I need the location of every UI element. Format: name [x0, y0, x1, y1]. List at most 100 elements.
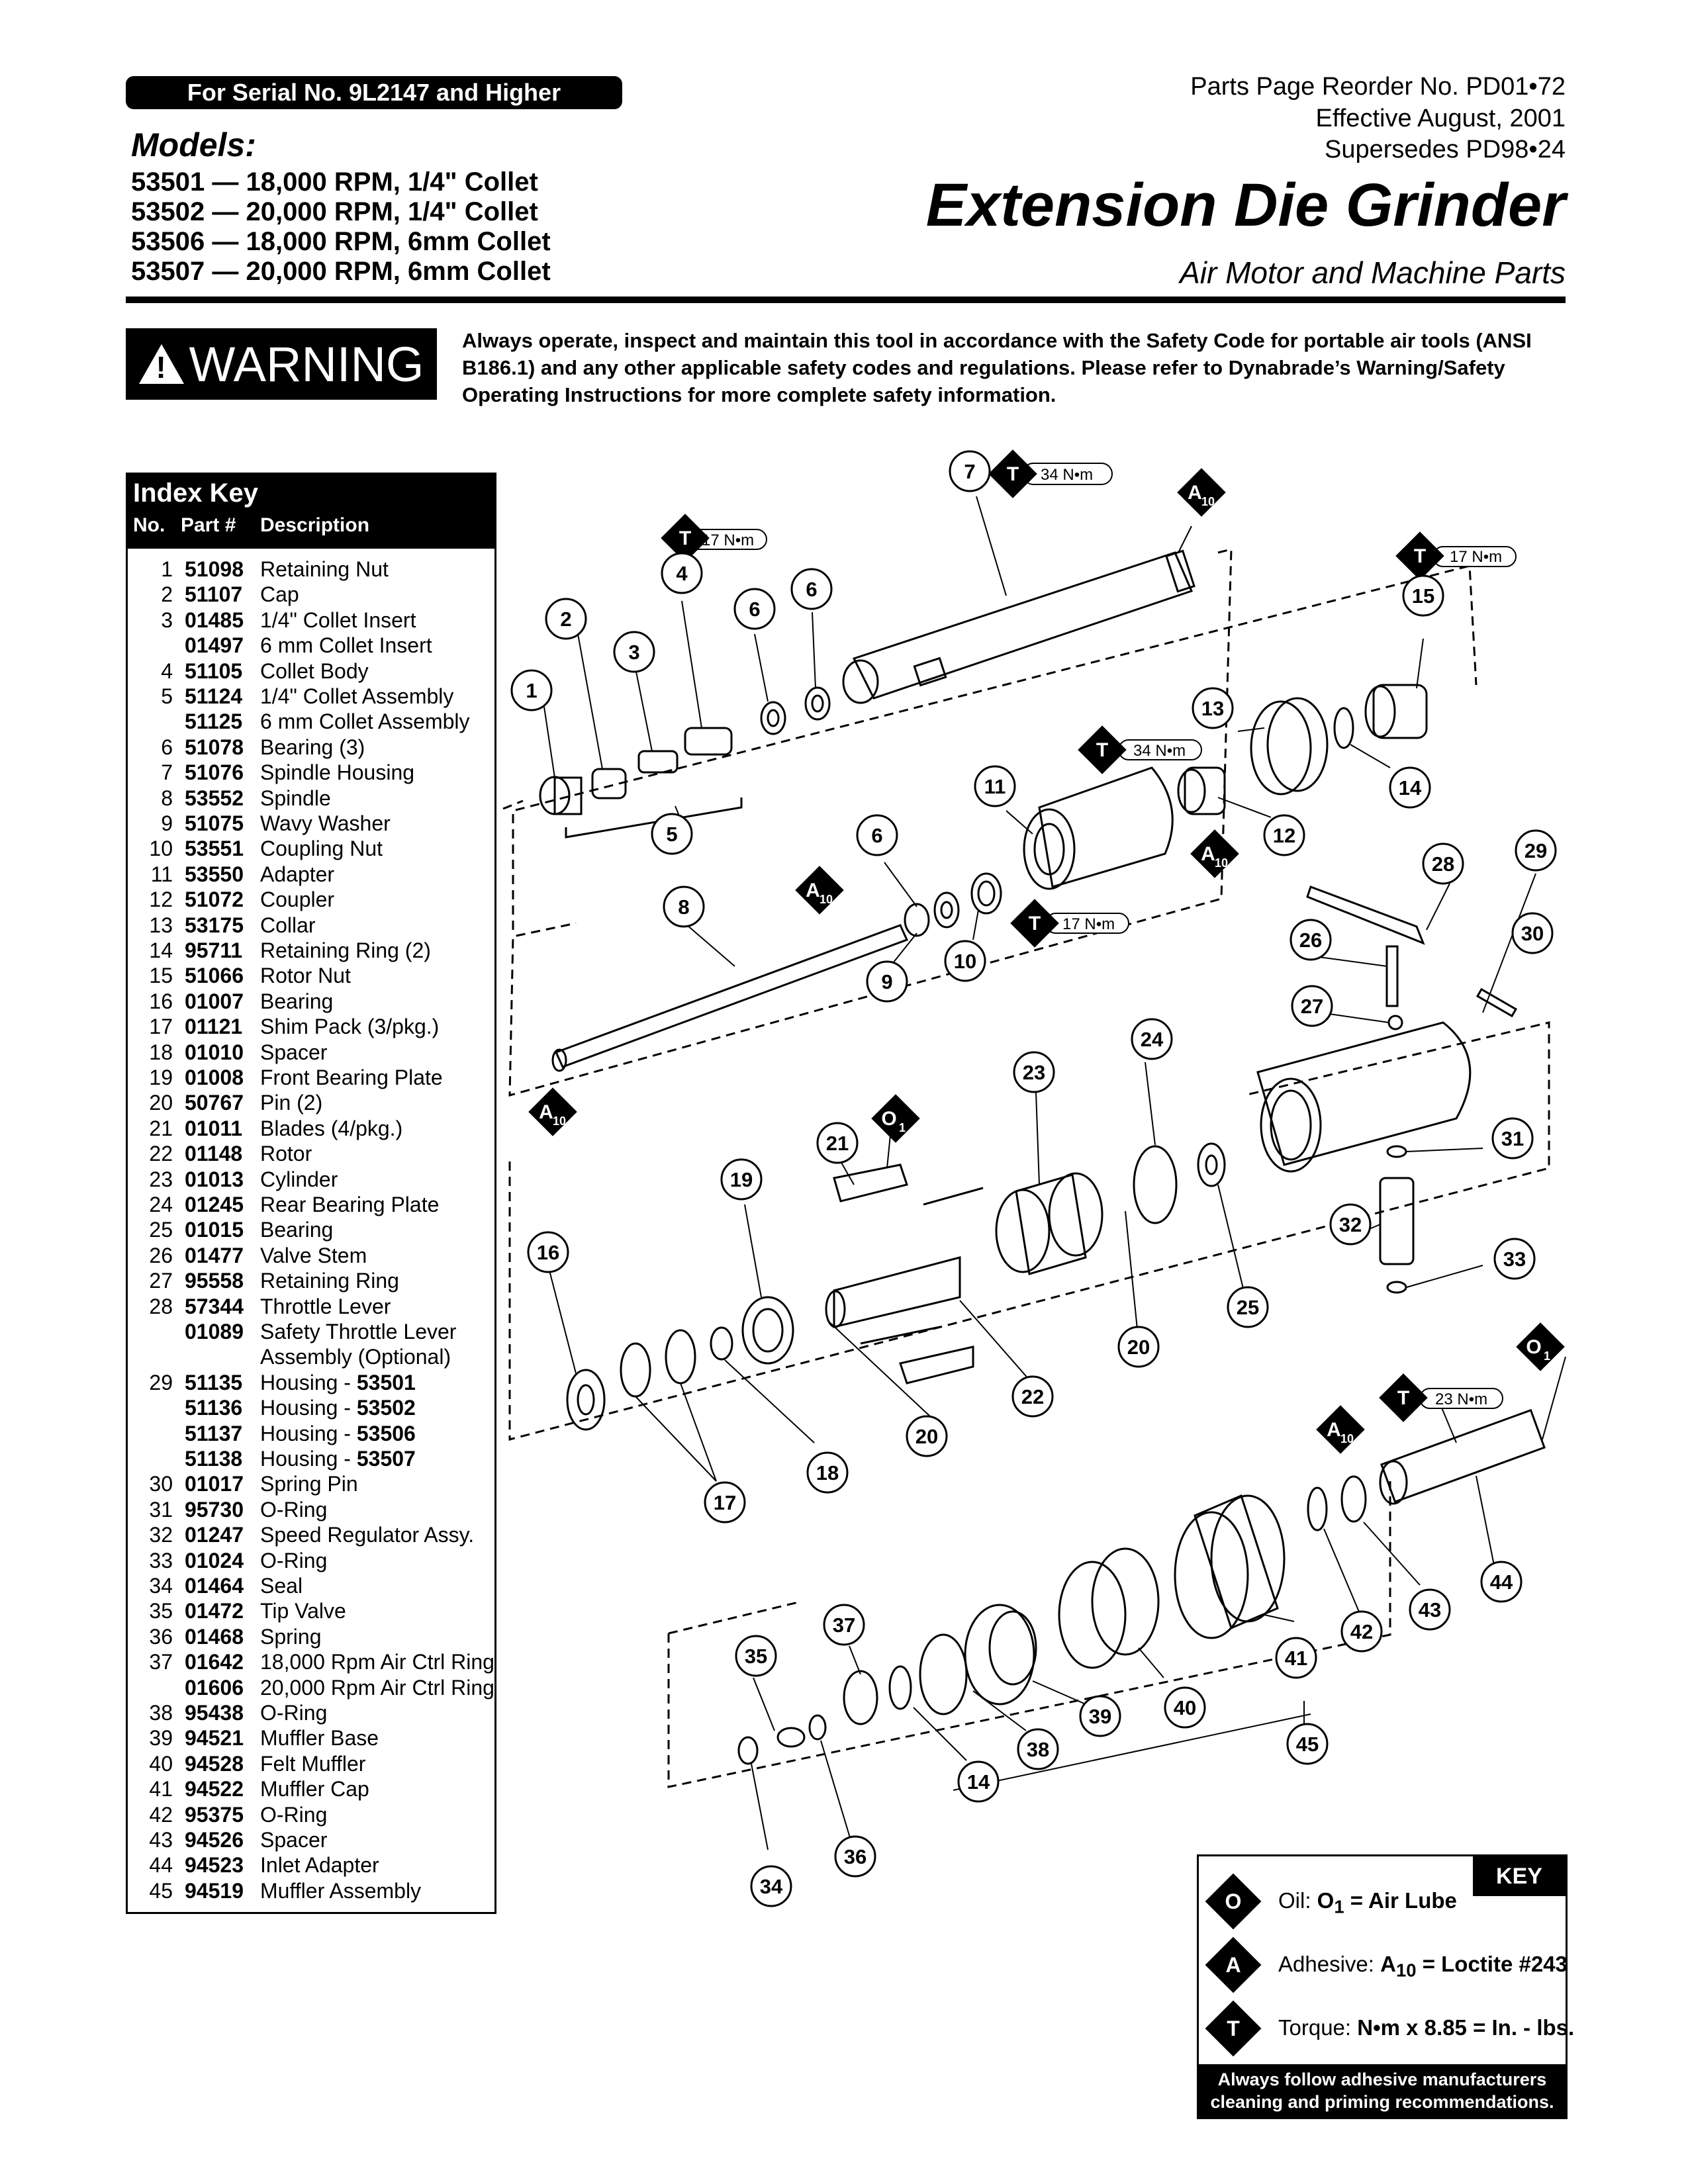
callout-circle — [1192, 687, 1234, 729]
callout-circle — [806, 1451, 849, 1494]
models-heading: Models: — [131, 126, 256, 163]
row-description-text: Housing - — [260, 1396, 357, 1420]
callout-circle — [823, 1604, 865, 1646]
row-description-text: Collar — [260, 913, 316, 937]
spec-diamond-shape — [528, 1087, 577, 1136]
row-description-text: Rotor — [260, 1142, 312, 1166]
bearing-part — [760, 701, 786, 735]
part-callout: 1 — [510, 669, 553, 711]
row-number: 5 — [161, 684, 173, 708]
row-part-number: 51076 — [185, 760, 244, 785]
row-number: 29 — [149, 1370, 173, 1394]
rotor-nut-part — [1372, 684, 1428, 739]
callout-number: 38 — [1027, 1738, 1049, 1761]
row-number: 44 — [149, 1853, 173, 1878]
row-description: Spindle — [260, 786, 331, 811]
callout-circle — [1422, 842, 1464, 885]
valve-stem-part — [1385, 945, 1399, 1007]
row-description-text: Blades (4/pkg.) — [260, 1116, 403, 1140]
callout-circle — [974, 765, 1016, 807]
spec-diamond-shape — [1010, 899, 1059, 948]
spec-diamond-shape — [1379, 1373, 1428, 1422]
row-description: 6 mm Collet Assembly — [260, 709, 470, 734]
row-number: 14 — [149, 938, 173, 962]
callout-circle — [866, 960, 908, 1003]
row-description-text: 20,000 Rpm Air Ctrl Ring — [260, 1675, 494, 1700]
callout-number: 16 — [537, 1241, 559, 1264]
spec-diamond-shape — [1177, 468, 1226, 517]
row-description: Bearing — [260, 1217, 333, 1242]
row-description: Collar — [260, 913, 316, 938]
part-callout: 26 — [1289, 919, 1332, 961]
row-number: 28 — [149, 1294, 173, 1318]
row-description-text: Spacer — [260, 1040, 328, 1064]
callout-number: 9 — [881, 970, 892, 993]
adapter-part — [1038, 766, 1174, 888]
callout-number: 34 — [760, 1875, 783, 1898]
row-description: Rotor — [260, 1141, 312, 1166]
callout-circle — [1515, 829, 1557, 872]
spec-symbol-icon: T — [661, 514, 710, 563]
spec-symbol-icon: T — [1078, 725, 1127, 774]
row-part-number: 51066 — [185, 964, 244, 988]
row-description-text: 1/4" Collet Assembly — [260, 684, 454, 708]
inlet-adapter-part — [1379, 1460, 1408, 1505]
key-oil-label: Oil: — [1278, 1888, 1317, 1913]
row-number: 41 — [149, 1777, 173, 1801]
key-adhesive-line: Adhesive: A10 = Loctite #243 — [1278, 1952, 1568, 1981]
callout-number: 6 — [806, 578, 817, 601]
part-callout: 14 — [957, 1760, 1000, 1803]
spec-diamond-shape — [795, 866, 844, 915]
row-description: O-Ring — [260, 1700, 327, 1725]
callout-number: 31 — [1501, 1127, 1524, 1150]
muffler-cap-part — [1194, 1494, 1279, 1630]
callout-number: 22 — [1021, 1385, 1044, 1408]
row-number: 24 — [149, 1193, 173, 1216]
page-title: Extension Die Grinder — [925, 171, 1566, 239]
spec-diamond-shape — [871, 1094, 920, 1143]
row-part-number: 51105 — [185, 659, 243, 683]
row-part-number: 01472 — [185, 1599, 244, 1623]
row-number: 17 — [149, 1015, 173, 1039]
bearing-part — [1205, 1154, 1218, 1175]
callout-number: 19 — [730, 1168, 753, 1191]
callout-circle — [704, 1481, 746, 1524]
row-part-number: 01008 — [185, 1066, 244, 1089]
part-callout: 22 — [1011, 1375, 1054, 1418]
row-description-text: Wavy Washer — [260, 811, 391, 835]
row-part-number: 95438 — [185, 1701, 244, 1725]
row-part-number: 95730 — [185, 1497, 244, 1522]
callout-circle — [1329, 1203, 1372, 1246]
row-description: Blades (4/pkg.) — [260, 1116, 402, 1141]
row-number: 25 — [149, 1218, 173, 1242]
row-part-number: 51124 — [185, 684, 243, 708]
row-description-text: Muffler Base — [260, 1726, 379, 1751]
o-ring-part — [1386, 1281, 1407, 1294]
row-part-number: 01017 — [185, 1472, 244, 1496]
model-line: 53507 — 20,000 RPM, 6mm Collet — [131, 257, 551, 286]
row-description: Housing - 53502 — [260, 1395, 416, 1420]
row-number: 37 — [149, 1650, 173, 1674]
adapter-part — [1033, 823, 1065, 876]
row-description: Speed Regulator Assy. — [260, 1522, 474, 1547]
row-number: 11 — [150, 862, 173, 886]
spec-diamond-shape — [1078, 725, 1127, 774]
key-oil-rest: = Air Lube — [1344, 1888, 1457, 1913]
part-callout: 20 — [906, 1415, 948, 1457]
row-description: Inlet Adapter — [260, 1852, 379, 1878]
row-number: 32 — [149, 1523, 173, 1547]
key-oil-line: Oil: O1 = Air Lube — [1278, 1888, 1457, 1918]
key-oil-value: O — [1317, 1888, 1335, 1913]
spec-diamond-shape — [1190, 829, 1239, 878]
row-description-text: Speed Regulator Assy. — [260, 1523, 475, 1547]
table-row: Assembly (Optional) — [128, 1344, 498, 1369]
